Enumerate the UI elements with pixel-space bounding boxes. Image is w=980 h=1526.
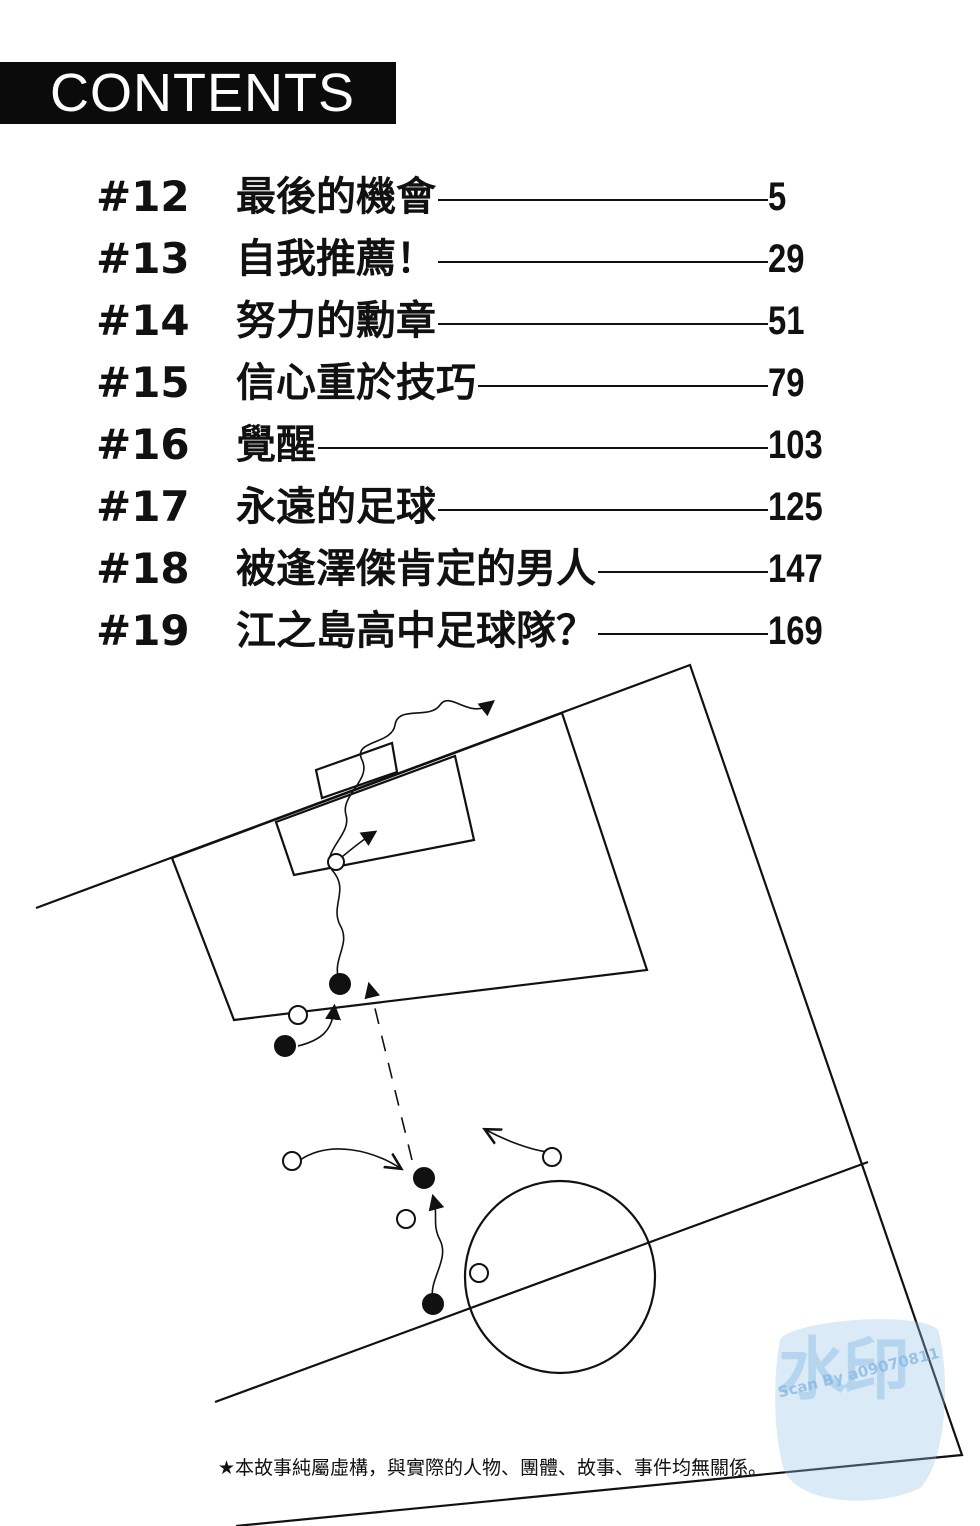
watermark-stamp: 水印 Scan By a09070811: [770, 1310, 950, 1510]
center-circle: [463, 1179, 657, 1375]
toc-chapter-title: 永遠的足球: [236, 482, 438, 532]
toc-leader-line: [236, 385, 768, 387]
toc-chapter-number: #17: [96, 482, 190, 531]
toc-entry[interactable]: #14 努力的勳章 51: [0, 292, 980, 354]
toc-chapter-title: 自我推薦！: [236, 234, 438, 284]
toc-chapter-number: #18: [96, 544, 190, 593]
toc-chapter-title: 努力的勳章: [236, 296, 438, 346]
toc-chapter-number: #12: [96, 172, 190, 221]
pass-arrow: [364, 981, 413, 1161]
goal: [314, 741, 399, 800]
toc-chapter-number: #14: [96, 296, 190, 345]
player-dark: [274, 1035, 296, 1057]
toc-leader-line: [236, 447, 768, 449]
toc-chapter-title: 信心重於技巧: [236, 358, 478, 408]
toc-entry[interactable]: #18 被逢澤傑肯定的男人 147: [0, 540, 980, 602]
toc-entry[interactable]: #12 最後的機會 5: [0, 168, 980, 230]
toc-chapter-number: #13: [96, 234, 190, 283]
player-dark: [422, 1293, 444, 1315]
player-dark: [413, 1167, 435, 1189]
toc-page-number: 125: [768, 485, 823, 529]
toc-chapter-number: #16: [96, 420, 190, 469]
toc-chapter-title: 江之島高中足球隊？: [236, 606, 598, 656]
toc-leader-line: [236, 199, 768, 201]
toc-chapter-title: 覺醒: [236, 420, 318, 470]
toc-page-number: 147: [768, 547, 823, 591]
toc-chapter-title: 被逢澤傑肯定的男人: [236, 544, 598, 594]
run-arrow-left: [297, 1003, 342, 1047]
halfway-line: [214, 1160, 869, 1404]
player-dark: [329, 973, 351, 995]
dribble-path: [328, 699, 496, 983]
toc-entry[interactable]: #16 覺醒 103: [0, 416, 980, 478]
toc-leader-line: [236, 509, 768, 511]
player-light: [288, 1005, 308, 1025]
toc-entry[interactable]: #19 江之島高中足球隊？ 169: [0, 602, 980, 664]
player-light: [469, 1263, 489, 1283]
disclaimer-text: ★本故事純屬虛構，與實際的人物、團體、故事、事件均無關係。: [218, 1457, 768, 1479]
toc-entry[interactable]: #13 自我推薦！ 29: [0, 230, 980, 292]
toc-page-number: 103: [768, 423, 823, 467]
ball: [327, 853, 345, 871]
player-light: [282, 1151, 302, 1171]
toc-entry[interactable]: #17 永遠的足球 125: [0, 478, 980, 540]
toc-page-number: 5: [768, 175, 787, 219]
penalty-area: [170, 711, 649, 1022]
toc-leader-line: [236, 323, 768, 325]
toc-chapter-number: #15: [96, 358, 190, 407]
contents-title: CONTENTS: [50, 63, 355, 123]
toc-entry[interactable]: #15 信心重於技巧 79: [0, 354, 980, 416]
toc-leader-line: [236, 261, 768, 263]
watermark-shape: [775, 1319, 945, 1501]
toc-page-number: 51: [768, 299, 805, 343]
toc-page-number: 169: [768, 609, 823, 653]
player-light: [542, 1147, 562, 1167]
toc-page-number: 79: [768, 361, 805, 405]
player-light: [396, 1209, 416, 1229]
watermark-label: 水印: [778, 1331, 910, 1410]
run-arrow-right: [486, 1130, 549, 1153]
run-arrow-middle: [299, 1148, 400, 1168]
toc-chapter-number: #19: [96, 606, 190, 655]
dribble-up-arrow: [428, 1193, 445, 1301]
contents-banner: CONTENTS: [0, 62, 396, 124]
toc-page-number: 29: [768, 237, 805, 281]
table-of-contents: #12 最後的機會 5 #13 自我推薦！ 29 #14 努力的勳章 51 #1…: [0, 168, 980, 664]
goal-area: [274, 754, 476, 877]
toc-chapter-title: 最後的機會: [236, 172, 438, 222]
